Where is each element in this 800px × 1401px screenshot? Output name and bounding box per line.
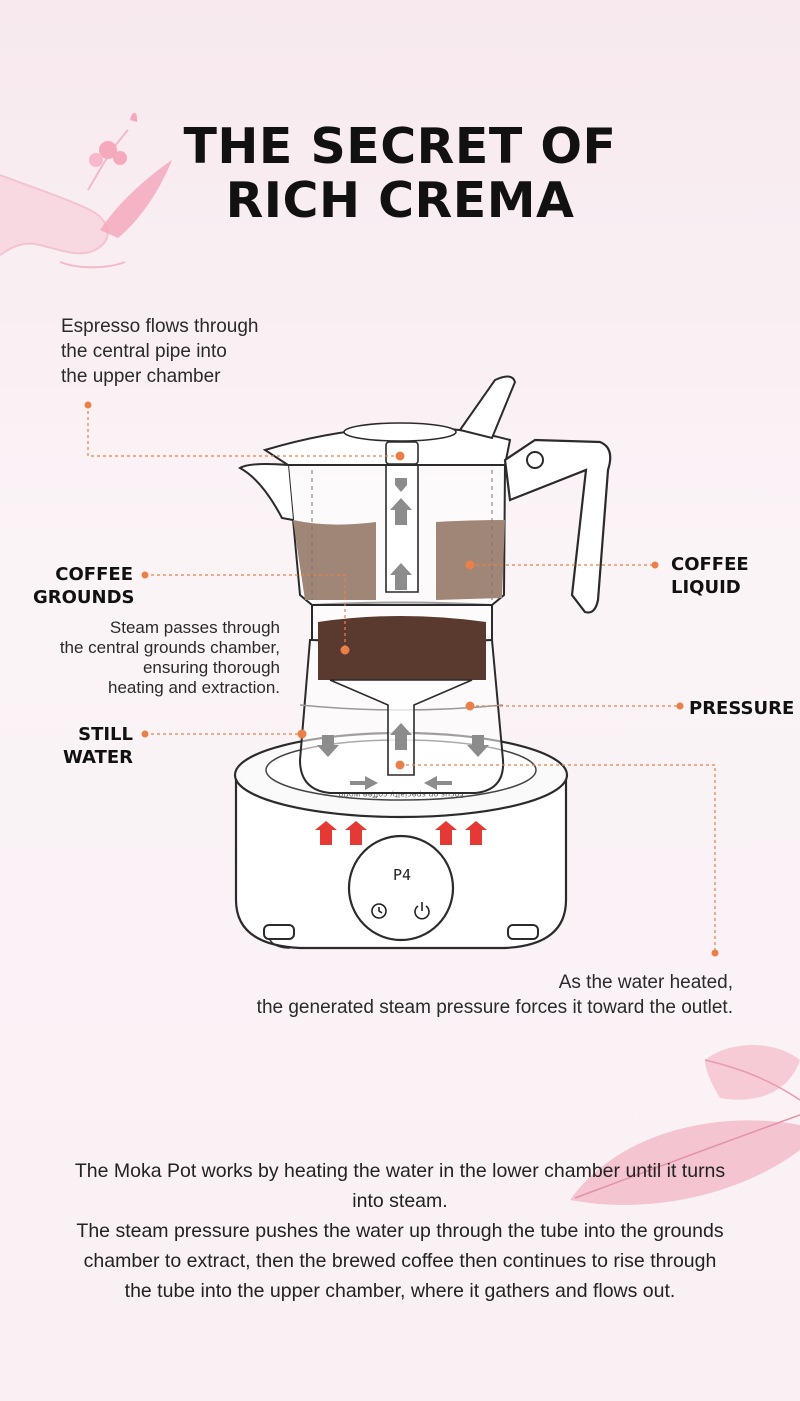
note-line: the central pipe into xyxy=(61,341,227,362)
coffee-liquid-label: COFFEE LIQUID xyxy=(671,553,749,599)
description-line: into steam. xyxy=(352,1190,448,1212)
still-water-label: STILL WATER xyxy=(33,723,133,769)
label-line: LIQUID xyxy=(671,577,741,598)
title-line-1: THE SECRET OF xyxy=(183,118,617,175)
label-line: STILL xyxy=(78,724,133,745)
flow-arrows xyxy=(317,478,489,790)
label-line: COFFEE xyxy=(671,554,749,575)
note-line: Espresso flows through xyxy=(61,316,259,337)
upper-chamber xyxy=(237,462,507,606)
description-line: The steam pressure pushes the water up t… xyxy=(76,1220,724,1242)
note-line: heating and extraction. xyxy=(107,678,280,697)
handle xyxy=(503,438,612,614)
description-line: chamber to extract, then the brewed coff… xyxy=(83,1250,717,1272)
timer-icon[interactable] xyxy=(371,903,387,919)
title-line-2: RICH CREMA xyxy=(225,172,575,229)
stove-display: P4 xyxy=(393,866,411,884)
pink-leaf-decoration xyxy=(570,1045,800,1205)
note-line: ensuring thorough xyxy=(142,658,280,677)
label-line: COFFEE xyxy=(55,564,133,585)
water-heated-note: As the water heated, the generated steam… xyxy=(257,970,733,1020)
coffee-grounds-label: COFFEE GROUNDS xyxy=(33,563,135,609)
note-line: the generated steam pressure forces it t… xyxy=(256,997,733,1018)
label-line: GROUNDS xyxy=(33,587,135,608)
label-line: WATER xyxy=(62,747,133,768)
description-line: the tube into the upper chamber, where i… xyxy=(124,1280,676,1302)
note-line: the upper chamber xyxy=(61,366,221,387)
leader-dots xyxy=(84,401,719,957)
steam-passes-note: Steam passes through the central grounds… xyxy=(60,618,280,698)
espresso-flow-note: Espresso flows through the central pipe … xyxy=(61,314,259,389)
leader-lines xyxy=(87,405,716,953)
description-line: The Moka Pot works by heating the water … xyxy=(74,1160,726,1182)
power-icon[interactable] xyxy=(414,902,430,920)
note-line: the central grounds chamber, xyxy=(59,638,280,657)
description-paragraph: The Moka Pot works by heating the water … xyxy=(30,1156,770,1306)
lid xyxy=(262,375,517,466)
note-line: As the water heated, xyxy=(558,972,733,993)
note-line: Steam passes through xyxy=(109,618,280,637)
heat-arrows xyxy=(315,821,487,845)
page-title: THE SECRET OF RICH CREMA xyxy=(0,120,800,228)
stove-engraving: Focus on specialty coffee world xyxy=(338,790,463,799)
pressure-label: PRESSURE xyxy=(689,697,794,720)
label-line: PRESSURE xyxy=(689,698,795,719)
pink-hand-decoration xyxy=(0,112,172,269)
